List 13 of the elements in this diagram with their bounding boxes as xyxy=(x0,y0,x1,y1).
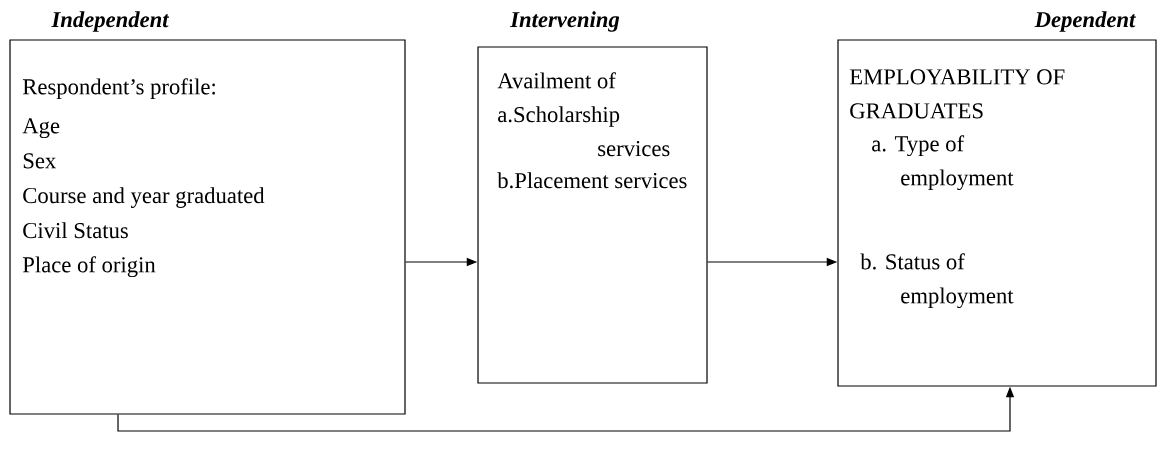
variable-heading: Dependent xyxy=(1034,11,1136,32)
variable-heading: Intervening xyxy=(510,11,620,32)
box-text: b. Status of employment xyxy=(860,253,1014,309)
box-text: Place of origin xyxy=(22,256,156,278)
box-text: Civil Status xyxy=(23,222,128,239)
box-text: b.Placement services xyxy=(497,172,687,189)
box-text: a. Type of employment xyxy=(872,135,1014,191)
box-text: Sex xyxy=(23,153,56,169)
box-text: Course and year graduated xyxy=(23,187,265,208)
box-text: Age xyxy=(22,118,60,139)
box-text: Respondent’s profile: xyxy=(22,78,215,100)
variable-heading: Independent xyxy=(51,11,170,32)
box-text: Availment of xyxy=(497,72,616,89)
